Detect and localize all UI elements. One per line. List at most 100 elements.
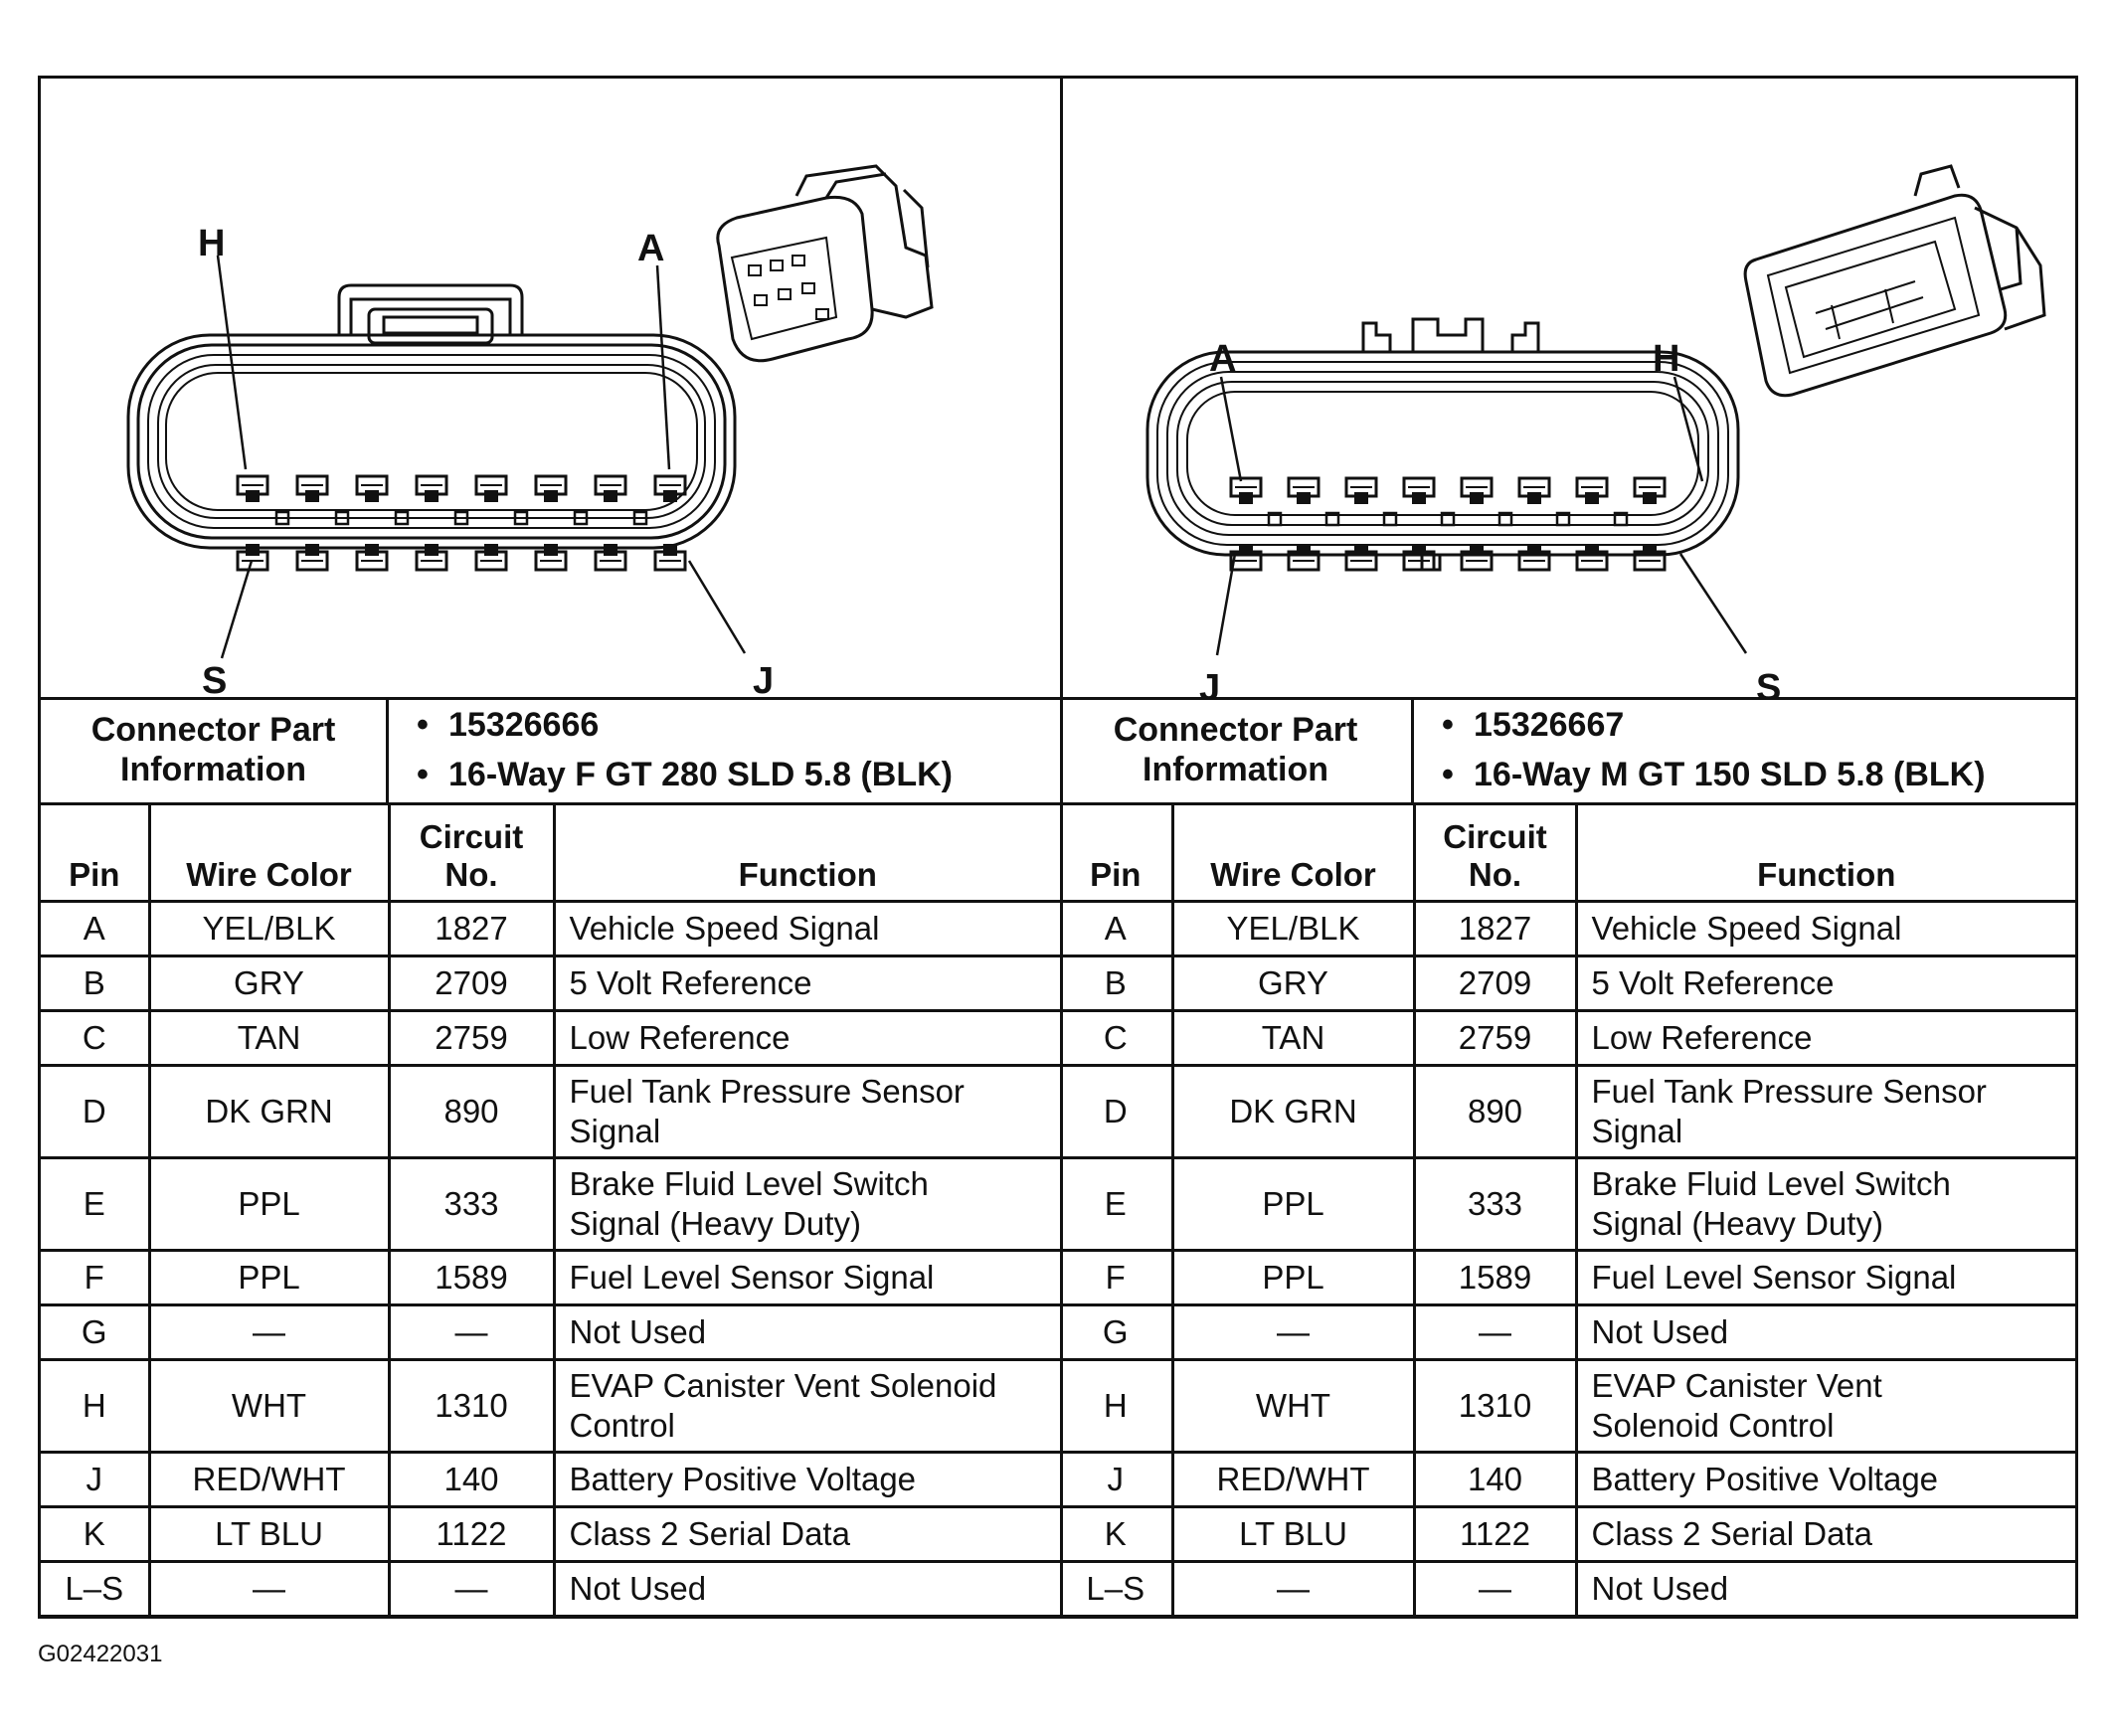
header-pin: Pin — [1060, 802, 1174, 903]
connector-panel-male: A H J S Connector Part Information 15326… — [1060, 79, 2075, 1618]
wire-color-cell: YEL/BLK — [147, 900, 391, 957]
pin-cavity — [653, 544, 687, 572]
circuit-no-cell: 2709 — [387, 955, 556, 1012]
function-cell: Fuel Level Sensor Signal — [1574, 1249, 2075, 1306]
wire-color-cell: GRY — [1170, 955, 1416, 1012]
wire-color-cell: PPL — [1170, 1249, 1416, 1306]
pin-cell: F — [41, 1249, 151, 1306]
wire-color-cell: — — [1170, 1560, 1416, 1618]
circuit-no-cell: 1310 — [387, 1358, 556, 1454]
keying-square — [1613, 511, 1629, 527]
part-info-label: Connector Part Information — [1060, 697, 1414, 802]
pin-label-s: S — [1756, 667, 1781, 697]
pin-cavity — [1575, 476, 1609, 504]
function-cell: Fuel Tank Pressure Sensor Signal — [552, 1064, 1060, 1159]
function-cell: Fuel Level Sensor Signal — [552, 1249, 1060, 1306]
pin-cavity — [1575, 544, 1609, 572]
header-wire-color: Wire Color — [147, 802, 391, 903]
function-cell: Class 2 Serial Data — [552, 1505, 1060, 1563]
wire-color-cell: — — [1170, 1303, 1416, 1361]
circuit-no-cell: — — [387, 1303, 556, 1361]
pin-cell: E — [41, 1156, 151, 1252]
pin-cell: G — [1060, 1303, 1174, 1361]
pin-cavity — [1460, 544, 1494, 572]
function-cell: EVAP Canister Vent Solenoid Control — [1574, 1358, 2075, 1454]
keying-square — [632, 510, 648, 526]
part-description: 16-Way M GT 150 SLD 5.8 (BLK) — [1442, 750, 2075, 799]
circuit-no-cell: 1122 — [1412, 1505, 1578, 1563]
wire-color-cell: WHT — [1170, 1358, 1416, 1454]
pin-cavity — [1402, 476, 1436, 504]
pin-cell: K — [1060, 1505, 1174, 1563]
connector-part-information-male: Connector Part Information 15326667 16-W… — [1060, 697, 2075, 805]
circuit-no-cell: 890 — [1412, 1064, 1578, 1159]
pin-cavity — [415, 474, 448, 502]
header-circuit-no: Circuit No. — [1412, 802, 1578, 903]
keying-square — [274, 510, 290, 526]
pin-cavity — [1633, 476, 1667, 504]
circuit-no-cell: — — [387, 1560, 556, 1618]
pin-cavity — [1460, 476, 1494, 504]
connector-drawing-female: H A S J — [41, 79, 1060, 700]
part-description: 16-Way F GT 280 SLD 5.8 (BLK) — [417, 750, 1060, 799]
pin-cell: B — [41, 955, 151, 1012]
connector-panel-female: H A S J Connector Part Information 15326… — [41, 79, 1063, 1618]
wire-color-cell: — — [147, 1303, 391, 1361]
circuit-no-cell: 1310 — [1412, 1358, 1578, 1454]
keying-square — [1324, 511, 1340, 527]
pin-cavity — [1633, 544, 1667, 572]
circuit-no-cell: 333 — [387, 1156, 556, 1252]
pin-cell: B — [1060, 955, 1174, 1012]
pin-cavity — [1287, 544, 1320, 572]
keying-square — [334, 510, 350, 526]
pin-cavity — [474, 544, 508, 572]
header-function: Function — [1574, 802, 2075, 903]
function-cell: Battery Positive Voltage — [1574, 1451, 2075, 1508]
circuit-no-cell: 333 — [1412, 1156, 1578, 1252]
circuit-no-cell: 1589 — [387, 1249, 556, 1306]
header-pin: Pin — [41, 802, 151, 903]
pin-cavity — [1344, 544, 1378, 572]
keying-square — [1497, 511, 1513, 527]
keying-square — [1267, 511, 1283, 527]
pin-cavity — [594, 544, 627, 572]
pin-cell: C — [1060, 1009, 1174, 1067]
keying-square — [573, 510, 589, 526]
wire-color-cell: DK GRN — [147, 1064, 391, 1159]
pin-cell: F — [1060, 1249, 1174, 1306]
table-row: G——Not Used — [1060, 1303, 2075, 1361]
header-wire-color: Wire Color — [1170, 802, 1416, 903]
wire-color-cell: PPL — [147, 1156, 391, 1252]
function-cell: Not Used — [1574, 1303, 2075, 1361]
function-cell: Brake Fluid Level Switch Signal (Heavy D… — [1574, 1156, 2075, 1252]
circuit-no-cell: 1827 — [1412, 900, 1578, 957]
table-row: G——Not Used — [41, 1303, 1060, 1361]
wire-color-cell: RED/WHT — [1170, 1451, 1416, 1508]
pin-cavity — [1517, 476, 1551, 504]
wire-color-cell: PPL — [147, 1249, 391, 1306]
function-cell: Battery Positive Voltage — [552, 1451, 1060, 1508]
wire-color-cell: LT BLU — [1170, 1505, 1416, 1563]
circuit-no-cell: 890 — [387, 1064, 556, 1159]
wire-color-cell: TAN — [147, 1009, 391, 1067]
wire-color-cell: WHT — [147, 1358, 391, 1454]
pin-cell: K — [41, 1505, 151, 1563]
connector-part-information-female: Connector Part Information 15326666 16-W… — [41, 697, 1060, 805]
circuit-no-cell: — — [1412, 1560, 1578, 1618]
pin-cavity — [1229, 476, 1263, 504]
wire-color-cell: YEL/BLK — [1170, 900, 1416, 957]
pin-cavity — [653, 474, 687, 502]
